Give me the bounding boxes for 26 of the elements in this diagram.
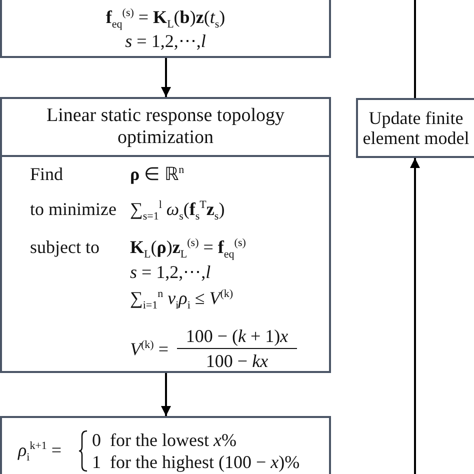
arrow <box>161 373 171 416</box>
equation: V$^{(k)}$ = <box>130 339 168 359</box>
condition-label: Find <box>30 164 64 184</box>
equation: ∑$_{i=1}$$^{n}$ ν$_{i}$ρ$_{i}$ ≤ V$^{(k)}$ <box>130 288 234 308</box>
case-condition: for the highest (100 − x)% <box>110 452 300 472</box>
box-heading: Linear static response topology optimization <box>46 105 286 149</box>
arrow <box>161 58 171 97</box>
process-box <box>0 97 331 373</box>
equation: s = 1,2,⋯,l <box>130 262 211 282</box>
condition-label: to minimize <box>30 199 116 219</box>
case-value: 1 <box>92 452 101 472</box>
case-condition: for the lowest x% <box>110 430 236 450</box>
process-box <box>356 98 474 158</box>
arrow <box>410 158 420 474</box>
case-value: 0 <box>92 430 101 450</box>
process-box <box>0 416 331 474</box>
fraction-numerator: 100 − (k + 1)x <box>184 326 290 346</box>
process-box <box>0 0 331 58</box>
equation: ∑$_{s=1}$$^{l}$ ω$_{s}$(f$_{s}$$^{T}$z$_{s}$) <box>130 199 225 219</box>
equation: s = 1,2,⋯,l <box>124 31 207 51</box>
fraction-denominator: 100 − kx <box>204 351 270 371</box>
equation: ρ ∈ ℝ$^{n}$ <box>130 164 184 184</box>
condition-label: subject to <box>30 237 100 257</box>
box-label: Update finite element model <box>362 108 470 148</box>
connector-line <box>414 0 416 98</box>
equation: ρ$_{i}$$^{k+1}$ = <box>18 440 62 460</box>
